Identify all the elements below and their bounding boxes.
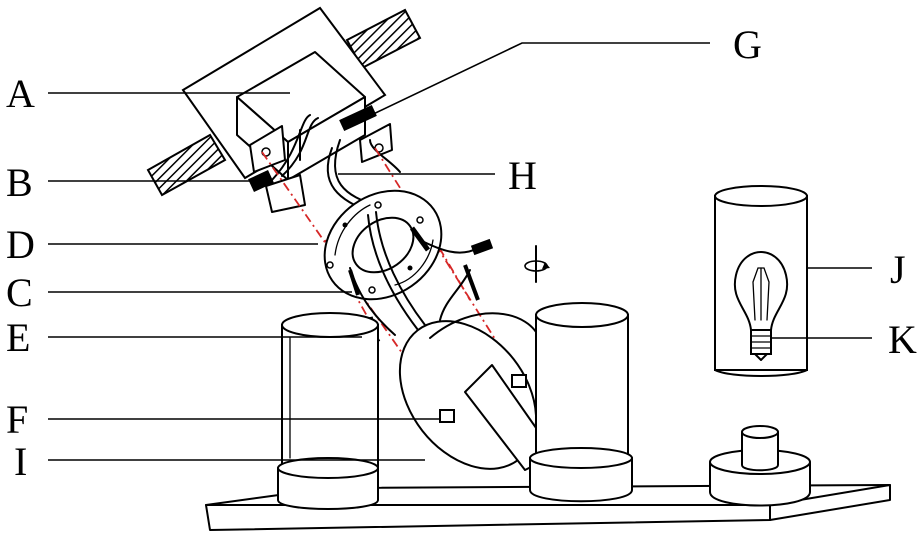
label-j: J <box>890 247 906 292</box>
label-h: H <box>508 153 537 198</box>
leader-g <box>364 42 710 119</box>
wire-connector-left <box>248 170 306 213</box>
label-g: G <box>733 22 762 67</box>
wire-connector-top <box>339 104 377 132</box>
right-shade <box>529 302 633 503</box>
edison-bulb-icon <box>733 251 789 361</box>
label-i: I <box>14 439 27 484</box>
label-a: A <box>6 71 35 116</box>
label-k: K <box>888 317 917 362</box>
label-f: F <box>6 397 28 442</box>
left-socket-cup <box>277 457 379 510</box>
label-c: C <box>6 270 33 315</box>
label-e: E <box>6 315 30 360</box>
callout-labels: A B D C E F I G H J K <box>6 22 917 484</box>
left-shade <box>281 312 379 468</box>
leader-lines <box>48 42 872 461</box>
canopy-tabs <box>439 374 527 423</box>
canopy-disc <box>398 312 556 471</box>
ceiling-joist-left <box>146 133 227 197</box>
screws <box>348 226 480 301</box>
label-b: B <box>6 160 33 205</box>
label-d: D <box>6 222 35 267</box>
right-socket-cup <box>709 425 811 507</box>
rotation-indicator-icon <box>524 245 550 283</box>
